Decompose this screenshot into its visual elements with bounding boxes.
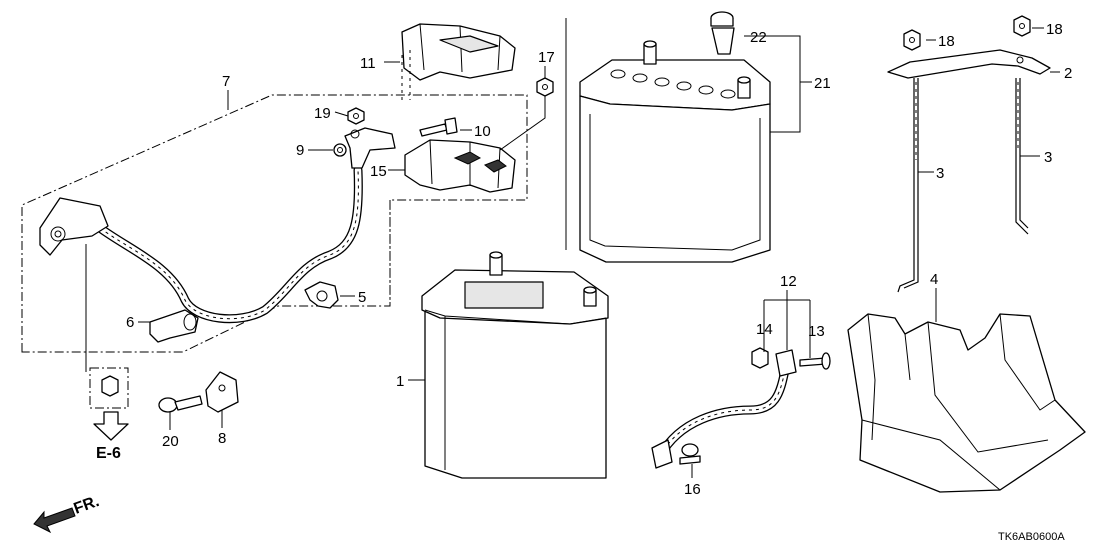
part-20-bolt — [158, 395, 203, 413]
label-18-right: 18 — [1046, 21, 1063, 38]
front-direction-arrow — [33, 507, 76, 534]
part-18-nut-left — [903, 29, 921, 51]
part-21-battery — [565, 18, 771, 263]
part-10-bolt — [419, 117, 458, 137]
part-2-hold-down-bracket — [887, 49, 1051, 79]
part-6-terminal-cover — [149, 309, 199, 343]
cable-assembly-outline — [21, 94, 528, 353]
e6-reference-nut — [85, 244, 129, 409]
label-5: 5 — [358, 289, 366, 306]
part-18-nut-right — [1013, 15, 1031, 37]
part-5-cable-clamp — [304, 281, 339, 309]
part-19-nut — [347, 107, 365, 125]
label-6: 6 — [126, 314, 134, 331]
part-1-battery — [421, 251, 609, 479]
cell-caps — [610, 69, 736, 99]
part-16-bolt — [679, 443, 701, 465]
label-13: 13 — [808, 323, 825, 340]
label-9: 9 — [296, 142, 304, 159]
part-14-nut — [751, 347, 769, 369]
e6-reference-arrow — [93, 411, 129, 441]
label-1: 1 — [396, 373, 404, 390]
reference-e6-label: E-6 — [96, 445, 121, 462]
label-12: 12 — [780, 273, 797, 290]
label-22: 22 — [750, 29, 767, 46]
part-number-labels: 7 11 19 10 9 15 17 5 6 1 8 20 16 22 21 1… — [72, 21, 1073, 543]
label-8: 8 — [218, 430, 226, 447]
label-16: 16 — [684, 481, 701, 498]
label-14: 14 — [756, 321, 773, 338]
front-direction-label: FR. — [72, 493, 102, 518]
leader-lines — [138, 27, 1060, 478]
diagram-code: TK6AB0600A — [998, 531, 1065, 543]
part-13-bolt — [799, 352, 831, 370]
part-4-battery-box — [847, 313, 1086, 493]
part-11-fuse-cover — [401, 23, 516, 100]
part-22-vent-plug — [710, 11, 735, 55]
label-18-left: 18 — [938, 33, 955, 50]
part-8-bracket — [205, 371, 239, 413]
label-20: 20 — [162, 433, 179, 450]
battery-cable — [39, 127, 396, 324]
label-4: 4 — [930, 271, 938, 288]
part-12-ground-cable — [651, 349, 797, 469]
label-2: 2 — [1064, 65, 1072, 82]
label-10: 10 — [474, 123, 491, 140]
part-17-nut — [536, 77, 554, 97]
label-21: 21 — [814, 75, 831, 92]
part-15-fuse-box — [404, 139, 516, 193]
label-19: 19 — [314, 105, 331, 122]
label-3-left: 3 — [936, 165, 944, 182]
label-3-right: 3 — [1044, 149, 1052, 166]
label-7: 7 — [222, 73, 230, 90]
part-3-rod-right — [1015, 78, 1029, 235]
label-15: 15 — [370, 163, 387, 180]
label-11: 11 — [360, 55, 376, 72]
label-17: 17 — [538, 49, 555, 66]
part-3-rod-left — [897, 78, 919, 293]
part-9-nut — [333, 143, 347, 157]
